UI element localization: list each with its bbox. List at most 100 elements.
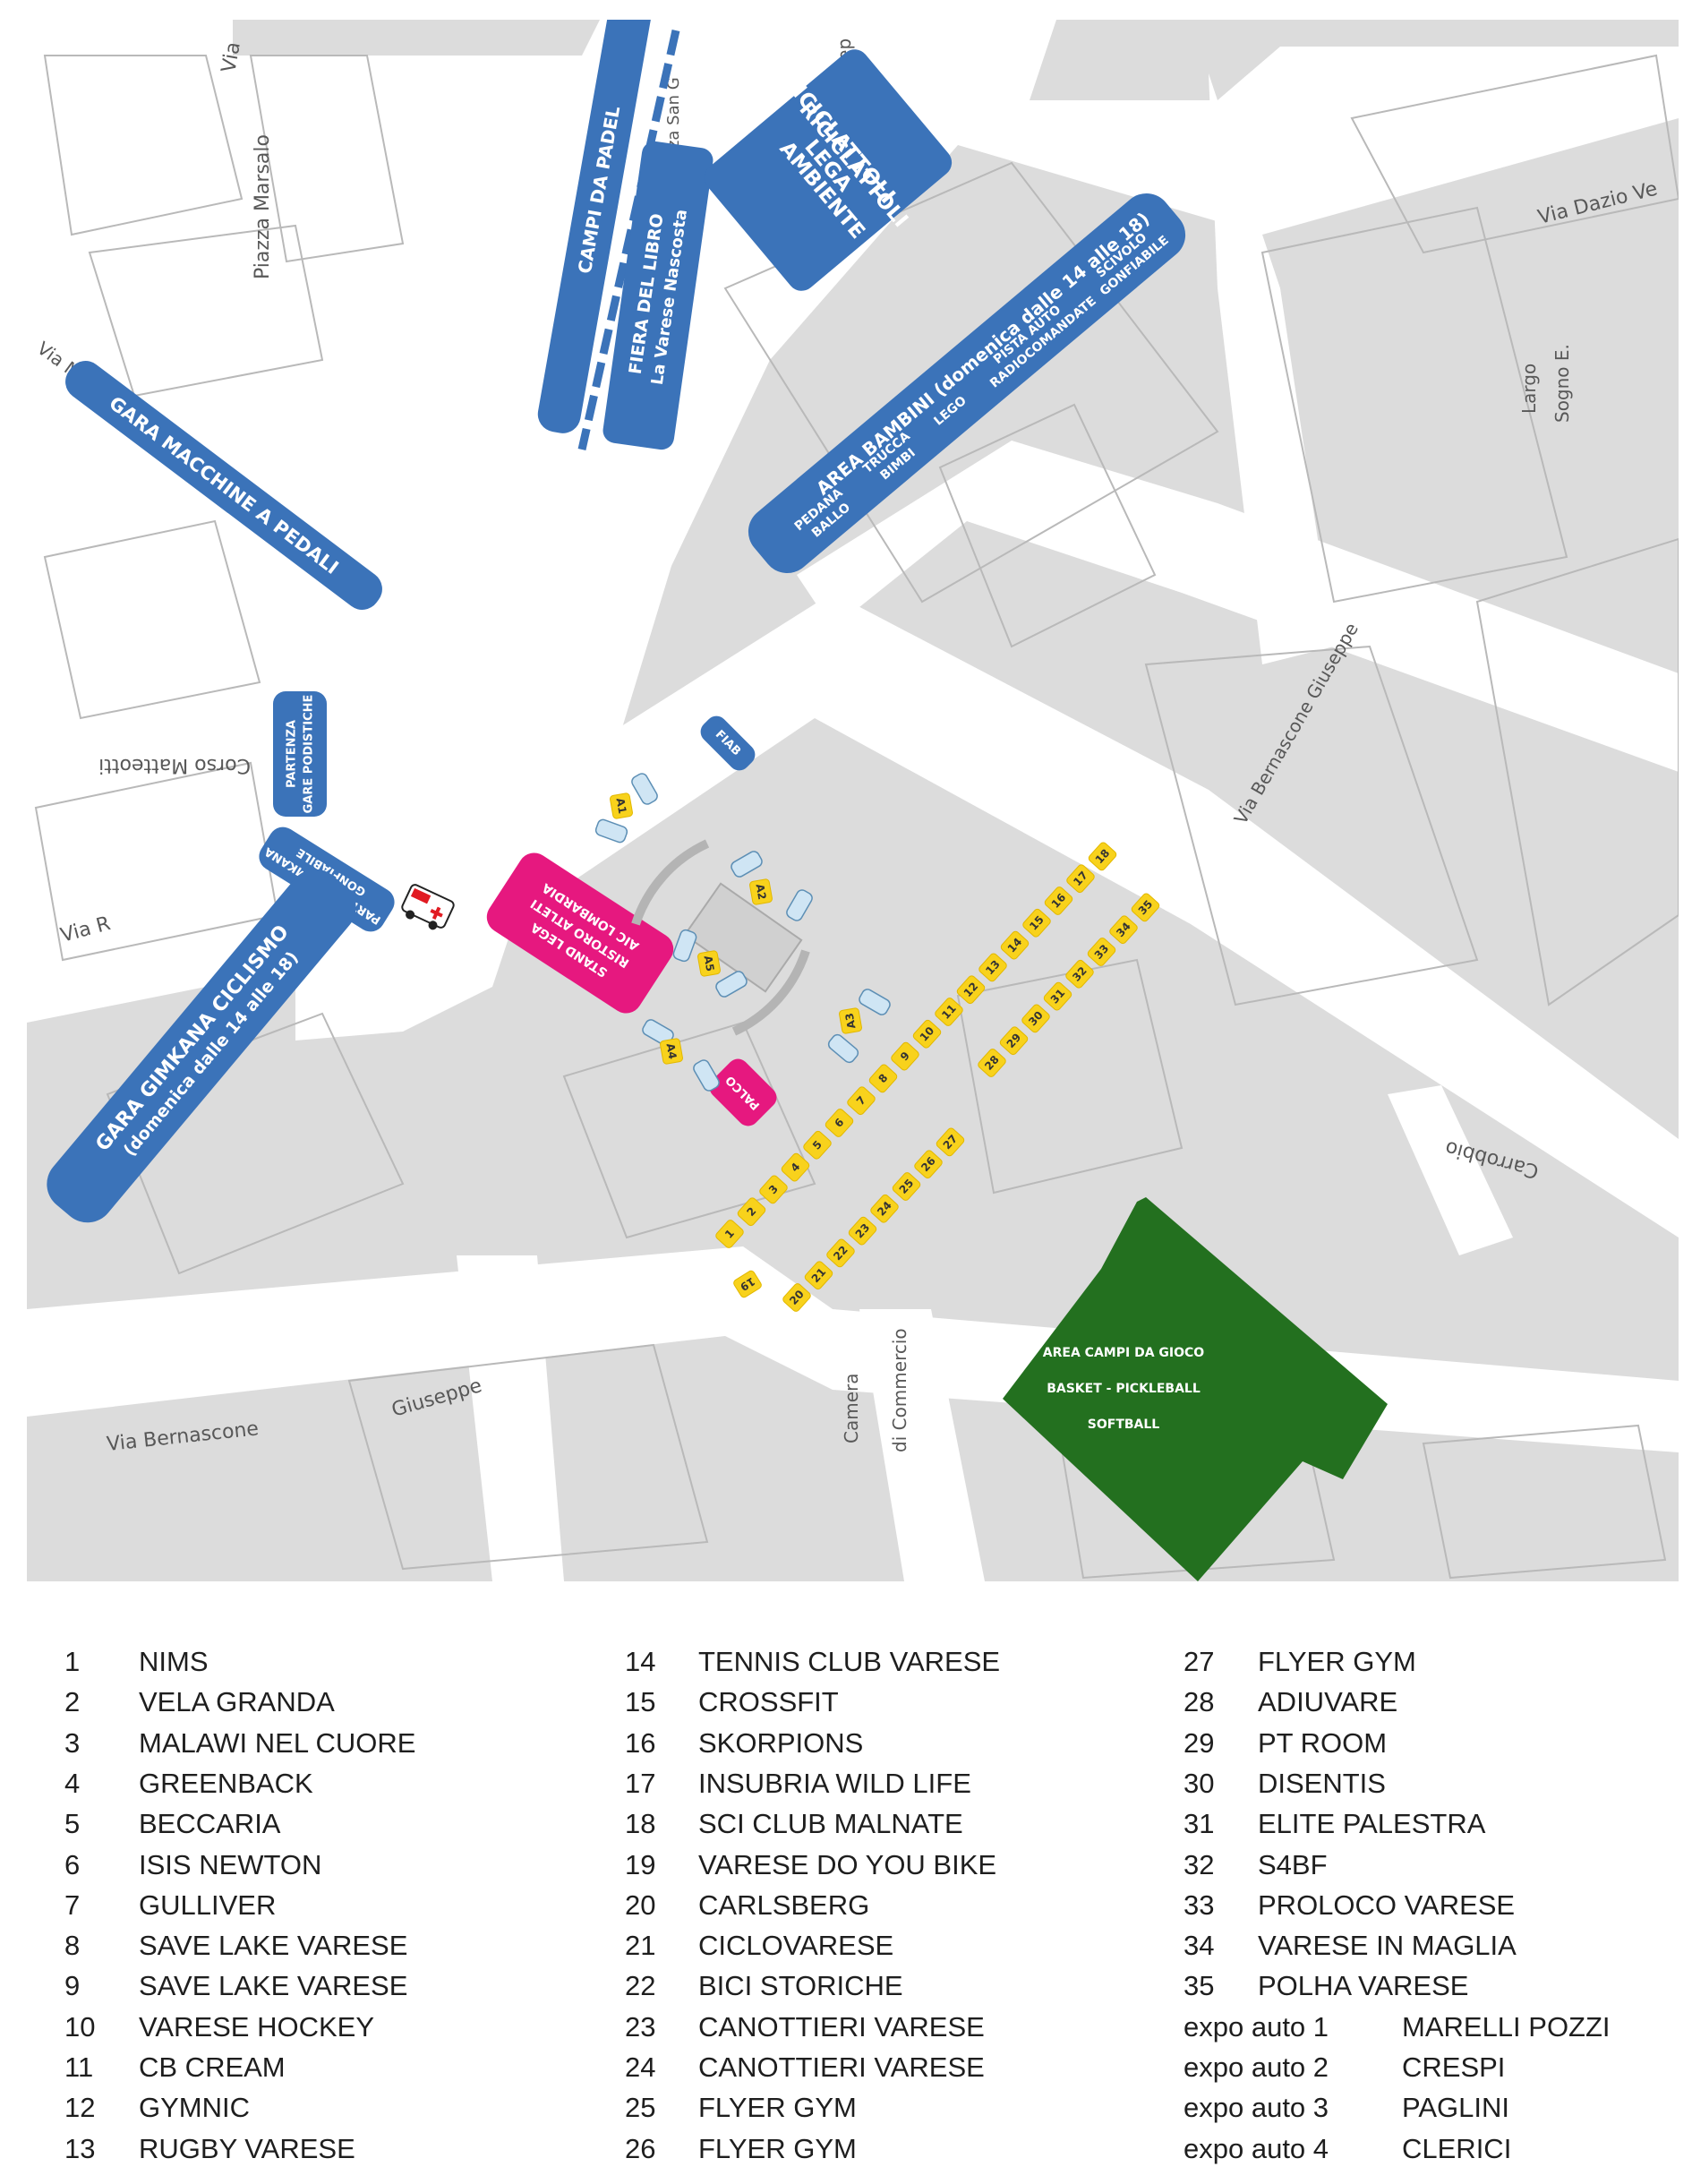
stall-marker-20: 20: [782, 1283, 811, 1312]
stall-marker-30: 30: [1021, 1004, 1050, 1033]
legend-number: 23: [625, 2010, 656, 2043]
stall-marker-16: 16: [1044, 886, 1073, 915]
legend-number: expo auto 3: [1184, 2092, 1329, 2124]
street-via-left-top: Via: [218, 40, 245, 74]
legend-number: 3: [64, 1726, 81, 1759]
legend-exhibitor-name: CICLOVARESE: [698, 1930, 894, 1962]
map-canvas: Via Piazza Marsalo Via Mercato Corso Mat…: [27, 20, 1679, 1581]
legend-exhibitor-name: BECCARIA: [139, 1808, 281, 1840]
svg-text:SOFTBALL: SOFTBALL: [1088, 1417, 1160, 1432]
area-campi-da-gioco-label: AREA CAMPI DA GIOCO BASKET - PICKLEBALL …: [1043, 1346, 1204, 1432]
legend-exhibitor-name: SKORPIONS: [698, 1726, 864, 1759]
legend-exhibitor-name: CLERICI: [1402, 2132, 1512, 2164]
legend-exhibitor-name: FLYER GYM: [1258, 1646, 1416, 1677]
stall-marker-29: 29: [999, 1026, 1029, 1056]
legend-exhibitor-name: GREENBACK: [139, 1767, 313, 1799]
stall-marker-12: 12: [956, 975, 986, 1005]
stall-marker-32: 32: [1065, 959, 1094, 989]
stall-marker-8: 8: [868, 1064, 898, 1093]
stall-marker-27: 27: [936, 1127, 965, 1157]
legend-number: 27: [1184, 1646, 1215, 1677]
legend-exhibitor-name: SAVE LAKE VARESE: [139, 1970, 408, 2002]
stall-marker-11: 11: [935, 998, 963, 1026]
legend-exhibitor-name: CANOTTIERI VARESE: [698, 2010, 985, 2043]
legend-number: expo auto 1: [1184, 2010, 1329, 2043]
legend-number: 10: [64, 2010, 96, 2043]
stall-marker-7: 7: [847, 1086, 876, 1116]
stall-marker-28: 28: [978, 1049, 1006, 1077]
stall-marker-21: 21: [804, 1261, 833, 1290]
legend-number: 28: [1184, 1686, 1215, 1718]
legend-number: 31: [1184, 1808, 1215, 1840]
legend-exhibitor-name: PAGLINI: [1402, 2092, 1510, 2124]
legend-number: 13: [64, 2132, 96, 2164]
stall-marker-17: 17: [1066, 864, 1095, 894]
legend-exhibitor-name: NIMS: [139, 1646, 209, 1677]
street-piazza-marsalo: Piazza Marsalo: [252, 134, 274, 279]
building-outlines: [34, 54, 1679, 1580]
legend-exhibitor-name: CRESPI: [1402, 2051, 1506, 2083]
legend-exhibitor-name: RUGBY VARESE: [139, 2132, 355, 2164]
legend-exhibitor-name: CANOTTIERI VARESE: [698, 2051, 985, 2083]
legend-exhibitor-name: GYMNIC: [139, 2092, 250, 2124]
legend-number: 6: [64, 1848, 81, 1880]
legend-exhibitor-name: FLYER GYM: [698, 2132, 857, 2164]
stall-marker-23: 23: [848, 1216, 877, 1246]
padel-court-dashes: [577, 30, 680, 450]
stalls-layer: 1234567891011121314151617181920212223242…: [610, 792, 1160, 1312]
svg-text:A2: A2: [754, 883, 769, 901]
legend-number: 33: [1184, 1889, 1215, 1921]
legend-exhibitor-name: ISIS NEWTON: [139, 1848, 322, 1880]
legend-number: 22: [625, 1970, 656, 2002]
legend-number: 30: [1184, 1767, 1215, 1799]
legend-number: 34: [1184, 1930, 1215, 1962]
stall-marker-2: 2: [737, 1197, 766, 1227]
legend-exhibitor-name: ADIUVARE: [1258, 1686, 1398, 1718]
legend-number: 2: [64, 1686, 81, 1718]
legend-number: 32: [1184, 1848, 1215, 1880]
svg-text:A5: A5: [702, 955, 717, 972]
stall-marker-3: 3: [759, 1175, 788, 1204]
street-via-dazio: Via Dazio Ve: [1535, 178, 1660, 229]
expo-marker-a2: A2: [749, 878, 773, 905]
stall-marker-25: 25: [892, 1172, 921, 1201]
legend-number: 21: [625, 1930, 656, 1962]
stall-marker-10: 10: [912, 1019, 942, 1049]
legend-exhibitor-name: VARESE IN MAGLIA: [1258, 1930, 1517, 1962]
legend-number: 14: [625, 1646, 656, 1677]
legend-exhibitor-name: VARESE HOCKEY: [139, 2010, 375, 2043]
legend-exhibitor-name: DISENTIS: [1258, 1767, 1386, 1799]
svg-text:GARE PODISTICHE: GARE PODISTICHE: [303, 695, 316, 814]
area-riciclattoli: RICICLATTOLI: [704, 49, 953, 291]
legend-exhibitor-name: PT ROOM: [1258, 1726, 1388, 1759]
stall-marker-5: 5: [803, 1130, 832, 1160]
legend-number: 9: [64, 1970, 81, 2002]
central-monument: [631, 839, 810, 1036]
stall-marker-6: 6: [825, 1109, 854, 1137]
legend-number: 19: [625, 1848, 656, 1880]
legend-exhibitor-name: MALAWI NEL CUORE: [139, 1726, 416, 1759]
legend-exhibitor-name: CB CREAM: [139, 2051, 286, 2083]
expo-marker-a5: A5: [697, 950, 721, 977]
expo-cars: [594, 773, 891, 1092]
legend-exhibitor-name: ELITE PALESTRA: [1258, 1808, 1486, 1840]
legend-number: 26: [625, 2132, 656, 2164]
area-fiera-del-libro: FIERA DEL LIBRO La Varese Nascosta: [602, 141, 714, 450]
svg-text:A1: A1: [614, 797, 629, 815]
street-largo: Largo: [1518, 364, 1540, 414]
expo-marker-a4: A4: [660, 1038, 683, 1065]
legend-number: 17: [625, 1767, 656, 1799]
legend-number: 7: [64, 1889, 81, 1921]
legend-exhibitor-name: VARESE DO YOU BIKE: [698, 1848, 997, 1880]
legend-exhibitor-name: GULLIVER: [139, 1889, 277, 1921]
stall-marker-22: 22: [826, 1238, 855, 1268]
legend-exhibitor-name: CROSSFIT: [698, 1686, 839, 1718]
area-partenza-podistiche: PARTENZA GARE PODISTICHE: [273, 691, 327, 817]
stall-marker-34: 34: [1109, 915, 1138, 945]
legend-number: 12: [64, 2092, 96, 2124]
stall-marker-24: 24: [870, 1194, 899, 1223]
legend-exhibitor-name: POLHA VARESE: [1258, 1970, 1469, 2002]
stall-marker-19: 19: [733, 1270, 762, 1298]
legend-number: expo auto 2: [1184, 2051, 1329, 2083]
